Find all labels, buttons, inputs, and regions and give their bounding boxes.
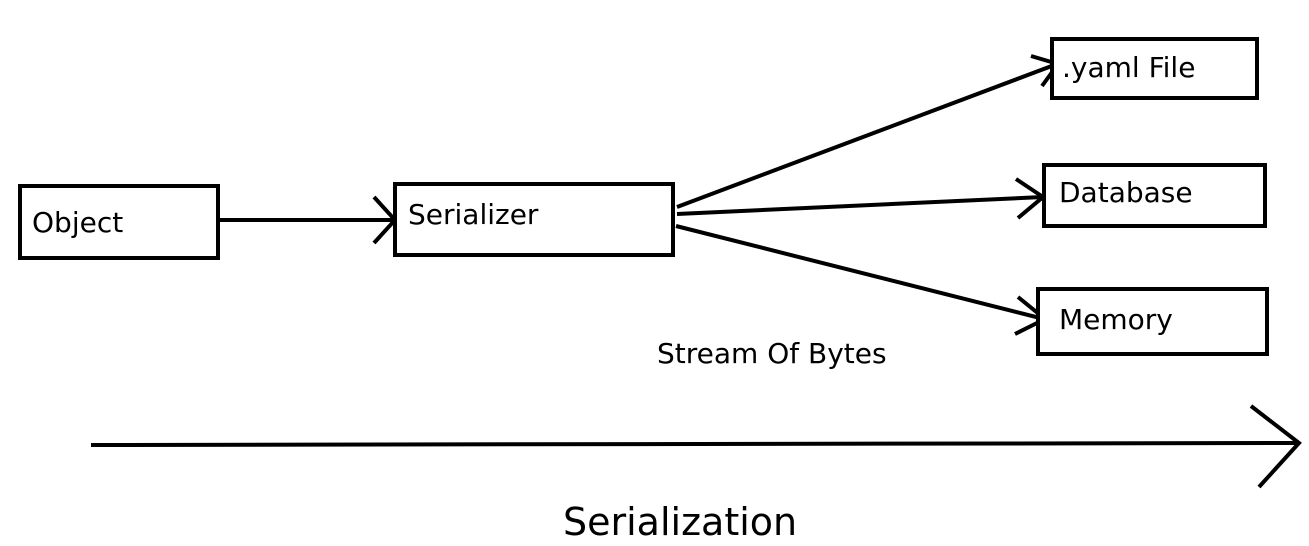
memory-label: Memory (1059, 303, 1173, 336)
edge-serializer-database (676, 195, 1044, 216)
serialization-label: Serialization (563, 500, 798, 544)
memory-box (1036, 287, 1269, 356)
object-box (18, 184, 220, 260)
stream-of-bytes-label: Stream Of Bytes (657, 337, 887, 370)
serializer-label: Serializer (408, 198, 539, 231)
database-label: Database (1059, 176, 1193, 209)
edge-serializer-memory (675, 224, 1045, 321)
yaml-file-box (1050, 37, 1259, 100)
serialization-arrowhead (1249, 404, 1302, 489)
database-box (1042, 163, 1267, 228)
serialization-arrow-line (90, 441, 1300, 447)
edge-serializer-yaml (676, 62, 1058, 209)
object-label: Object (32, 206, 124, 239)
serializer-box (393, 182, 675, 257)
yaml-file-label: .yaml File (1062, 51, 1196, 84)
